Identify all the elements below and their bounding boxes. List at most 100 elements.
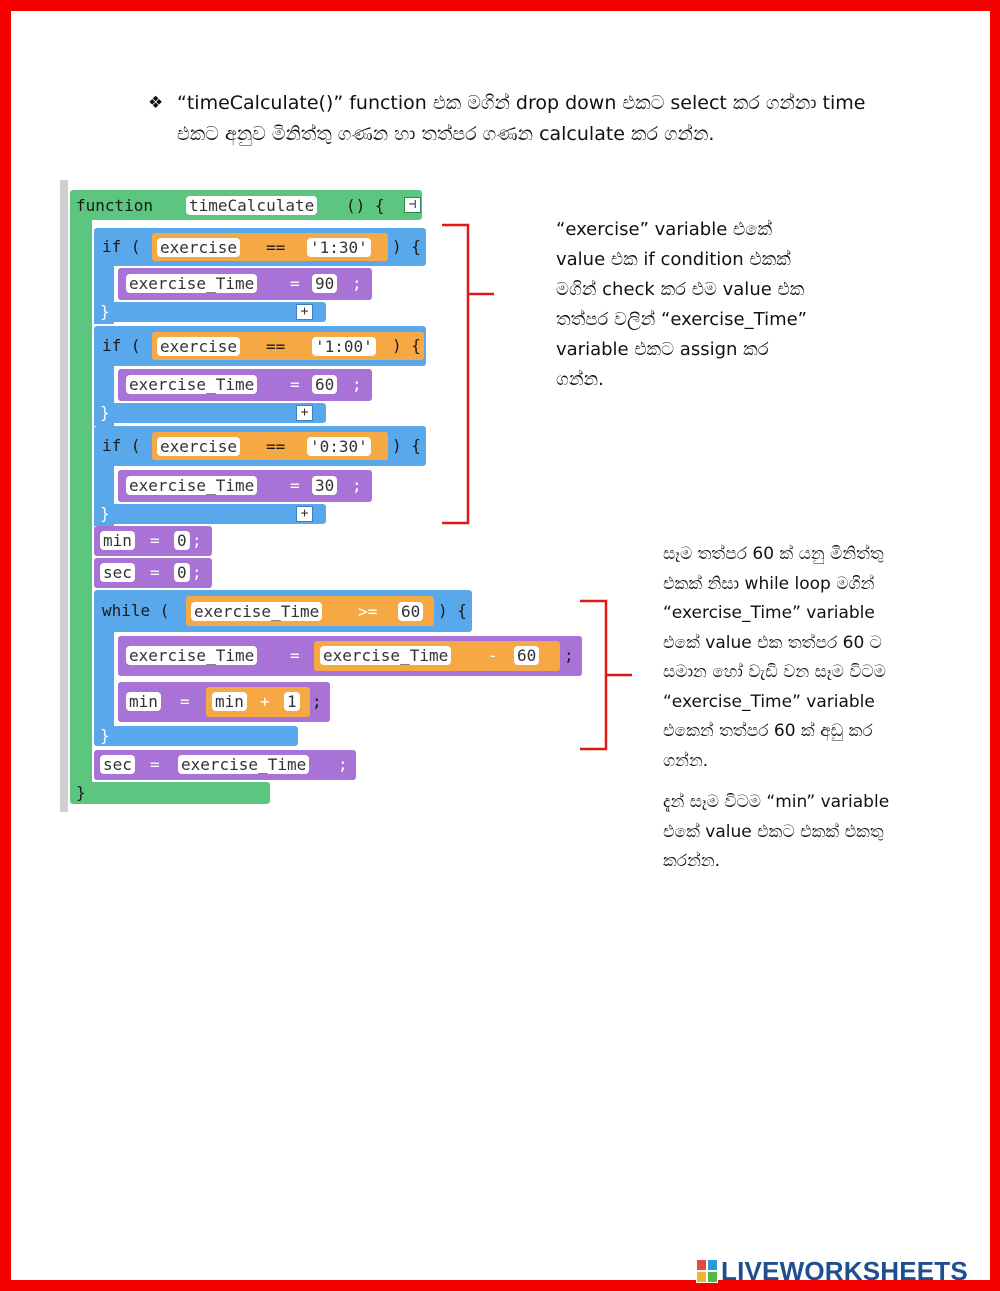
var-exercise-time[interactable]: exercise_Time [126, 646, 258, 665]
if-brace-open: ) { [392, 237, 421, 256]
while-brace-open: ) { [438, 601, 467, 620]
assign-subtract-block[interactable]: exercise_Time = exercise_Time - 60 ; [118, 636, 582, 676]
min-init-block[interactable]: min = 0 ; [94, 526, 212, 556]
if-keyword: if ( [102, 436, 141, 455]
assign-exercise-time-block[interactable]: exercise_Time = 90 ; [118, 268, 372, 300]
note-line: variable එකට assign කර [556, 339, 769, 360]
function-body-rail [70, 216, 92, 786]
note-line: සමාන හෝ වැඩි වන සෑම විටම [663, 662, 886, 682]
bullet-icon: ❖ [148, 93, 164, 113]
add-expression[interactable]: min + 1 [206, 687, 310, 717]
semicolon: ; [352, 274, 362, 293]
note-while: සෑම තත්පර 60 ක් යනු මිනිත්තු එකක් නිසා w… [663, 540, 963, 776]
eq-operator: == [266, 238, 286, 257]
note-line: මගින් check කර එම value එක [556, 279, 805, 300]
sec-init-value[interactable]: 0 [174, 563, 190, 582]
if-close-brace: } [100, 504, 110, 523]
while-condition[interactable]: exercise_Time >= 60 [186, 596, 434, 626]
semicolon: ; [338, 755, 348, 774]
plus-value[interactable]: 1 [284, 692, 300, 711]
sec-init-block[interactable]: sec = 0 ; [94, 558, 212, 588]
condition-expression[interactable]: exercise == '0:30' [152, 432, 388, 460]
note-line: value එක if condition එකක් [556, 249, 791, 270]
assign-exercise-time-block[interactable]: exercise_Time = 60 ; [118, 369, 372, 401]
intro-line-1: “timeCalculate()” function එක මගින් drop… [177, 92, 866, 114]
function-suffix: () { [346, 196, 385, 215]
compare-value[interactable]: '1:00' [312, 337, 376, 356]
collapse-icon[interactable]: ⊣ [404, 197, 421, 213]
liveworksheets-logo[interactable]: LIVEWORKSHEETS [696, 1256, 968, 1286]
assign-value[interactable]: 90 [312, 274, 338, 293]
assign-operator: = [150, 531, 160, 550]
assign-operator: = [290, 646, 300, 665]
while-block[interactable]: while ( exercise_Time >= 60 ) { [94, 590, 472, 632]
eq-operator: == [266, 337, 286, 356]
while-limit[interactable]: 60 [398, 602, 424, 621]
min-init-value[interactable]: 0 [174, 531, 190, 550]
add-else-button[interactable]: + [296, 304, 313, 320]
note-line: එකෙන් තත්පර 60 ක් අඩු කර [663, 721, 873, 741]
compare-value[interactable]: '0:30' [307, 437, 371, 456]
note-line: එකක් නිසා while loop මගින් [663, 573, 875, 594]
var-min[interactable]: min [126, 692, 161, 711]
note-line: ගන්න. [663, 750, 709, 771]
assign-exercise-time-block[interactable]: exercise_Time = 30 ; [118, 470, 372, 502]
var-min[interactable]: min [100, 531, 135, 550]
increment-min-block[interactable]: min = min + 1 ; [118, 682, 330, 722]
function-close-brace: } [76, 783, 86, 802]
assign-operator: = [150, 755, 160, 774]
note-line: එකේ value එකට එකක් එකතු [663, 821, 884, 842]
while-keyword: while ( [102, 601, 170, 620]
intro-line-2: එකට අනුව මිනිත්තු ගණන හා තත්පර ගණන calcu… [177, 123, 715, 145]
if-footer: } + [94, 302, 326, 322]
var-sec[interactable]: sec [100, 755, 135, 774]
compare-value[interactable]: '1:30' [307, 238, 371, 257]
intro-text: ❖ “timeCalculate()” function එක මගින් dr… [148, 88, 908, 150]
condition-expression[interactable]: exercise == '1:30' [152, 233, 388, 261]
note-line: “exercise” variable එකේ [556, 219, 773, 240]
assign-value[interactable]: 30 [312, 476, 338, 495]
var-min[interactable]: min [212, 692, 247, 711]
add-else-button[interactable]: + [296, 405, 313, 421]
var-exercise-time[interactable]: exercise_Time [126, 274, 258, 293]
minus-operator: - [488, 646, 498, 665]
var-exercise-time[interactable]: exercise_Time [126, 476, 258, 495]
sec-assign-block[interactable]: sec = exercise_Time ; [94, 750, 356, 780]
while-close-brace: } [100, 726, 110, 745]
var-exercise[interactable]: exercise [157, 337, 241, 356]
workspace-edge [60, 180, 68, 812]
note-line: තත්පර වලින් “exercise_Time” [556, 309, 808, 330]
assign-value[interactable]: 60 [312, 375, 338, 394]
var-exercise-time[interactable]: exercise_Time [320, 646, 452, 665]
var-sec[interactable]: sec [100, 563, 135, 582]
var-exercise-time[interactable]: exercise_Time [191, 602, 323, 621]
eq-operator: == [266, 437, 286, 456]
assign-operator: = [290, 274, 300, 293]
note-line: ගන්න. [556, 369, 604, 390]
if-keyword: if ( [102, 237, 141, 256]
var-exercise-time[interactable]: exercise_Time [178, 755, 310, 774]
if-block-3[interactable]: if ( exercise == '0:30' ) { [94, 426, 426, 466]
var-exercise-time[interactable]: exercise_Time [126, 375, 258, 394]
subtract-expression[interactable]: exercise_Time - 60 [314, 641, 560, 671]
assign-operator: = [290, 476, 300, 495]
brace-right-1 [442, 223, 494, 525]
if-block-1[interactable]: if ( exercise == '1:30' ) { [94, 228, 426, 266]
assign-operator: = [180, 692, 190, 711]
function-header-block[interactable]: function timeCalculate () { ⊣ [70, 190, 422, 220]
if-close-brace: } [100, 403, 110, 422]
while-body-rail [94, 630, 114, 740]
var-exercise[interactable]: exercise [157, 238, 241, 257]
if-block-2[interactable]: if ( exercise == '1:00' ) { [94, 326, 426, 366]
note-line: එකේ value එක තත්පර 60 ට [663, 632, 882, 653]
condition-expression[interactable]: exercise == '1:00' [152, 332, 424, 360]
note-line: “exercise_Time” variable [663, 691, 875, 712]
semicolon: ; [564, 646, 574, 665]
var-exercise[interactable]: exercise [157, 437, 241, 456]
add-else-button[interactable]: + [296, 506, 313, 522]
function-name[interactable]: timeCalculate [186, 196, 318, 215]
if-footer: } + [94, 403, 326, 423]
minus-value[interactable]: 60 [514, 646, 540, 665]
brace-right-2 [580, 599, 632, 751]
